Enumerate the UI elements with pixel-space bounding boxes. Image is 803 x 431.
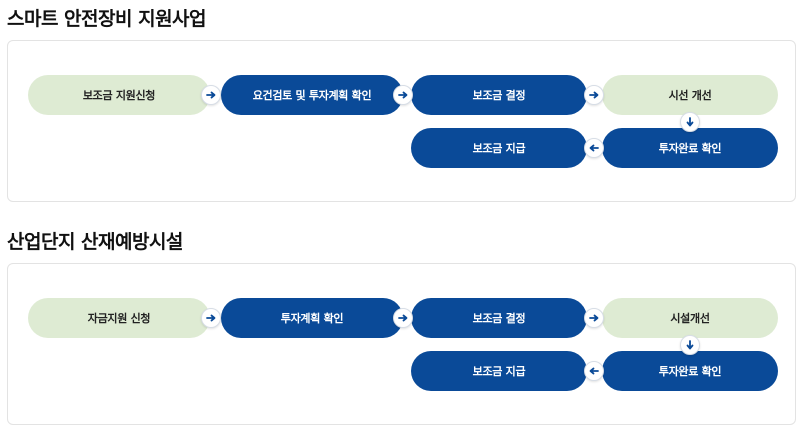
connector-left [584, 138, 604, 158]
flow-panel-smart-safety: 보조금 지원신청 요건검토 및 투자계획 확인 보조금 결정 시선 개선 투자완… [7, 40, 796, 202]
arrow-right-icon [398, 314, 408, 322]
arrow-right-icon [206, 314, 216, 322]
arrow-left-icon [589, 144, 599, 152]
connector-down [680, 335, 700, 355]
step-payment: 보조금 지급 [411, 128, 587, 168]
step-review: 투자계획 확인 [221, 298, 403, 338]
step-apply: 보조금 지원신청 [28, 75, 210, 115]
arrow-right-icon [206, 91, 216, 99]
connector-down [680, 112, 700, 132]
step-improvement: 시선 개선 [602, 75, 778, 115]
section-title-industrial-complex: 산업단지 산재예방시설 [7, 231, 183, 253]
arrow-down-icon [686, 340, 694, 350]
step-improvement: 시설개선 [602, 298, 778, 338]
step-payment: 보조금 지급 [411, 351, 587, 391]
connector-right [393, 85, 413, 105]
step-decision: 보조금 결정 [411, 298, 587, 338]
connector-right [393, 308, 413, 328]
arrow-left-icon [589, 367, 599, 375]
connector-right [584, 85, 604, 105]
step-apply: 자금지원 신청 [28, 298, 210, 338]
arrow-down-icon [686, 117, 694, 127]
connector-right [584, 308, 604, 328]
connector-left [584, 361, 604, 381]
step-decision: 보조금 결정 [411, 75, 587, 115]
arrow-right-icon [589, 314, 599, 322]
arrow-right-icon [589, 91, 599, 99]
arrow-right-icon [398, 91, 408, 99]
step-completion-check: 투자완료 확인 [602, 351, 778, 391]
flow-panel-industrial-complex: 자금지원 신청 투자계획 확인 보조금 결정 시설개선 투자완료 확인 보조금 … [7, 263, 796, 425]
step-review: 요건검토 및 투자계획 확인 [221, 75, 403, 115]
connector-right [201, 308, 221, 328]
connector-right [201, 85, 221, 105]
step-completion-check: 투자완료 확인 [602, 128, 778, 168]
section-title-smart-safety: 스마트 안전장비 지원사업 [7, 8, 207, 30]
